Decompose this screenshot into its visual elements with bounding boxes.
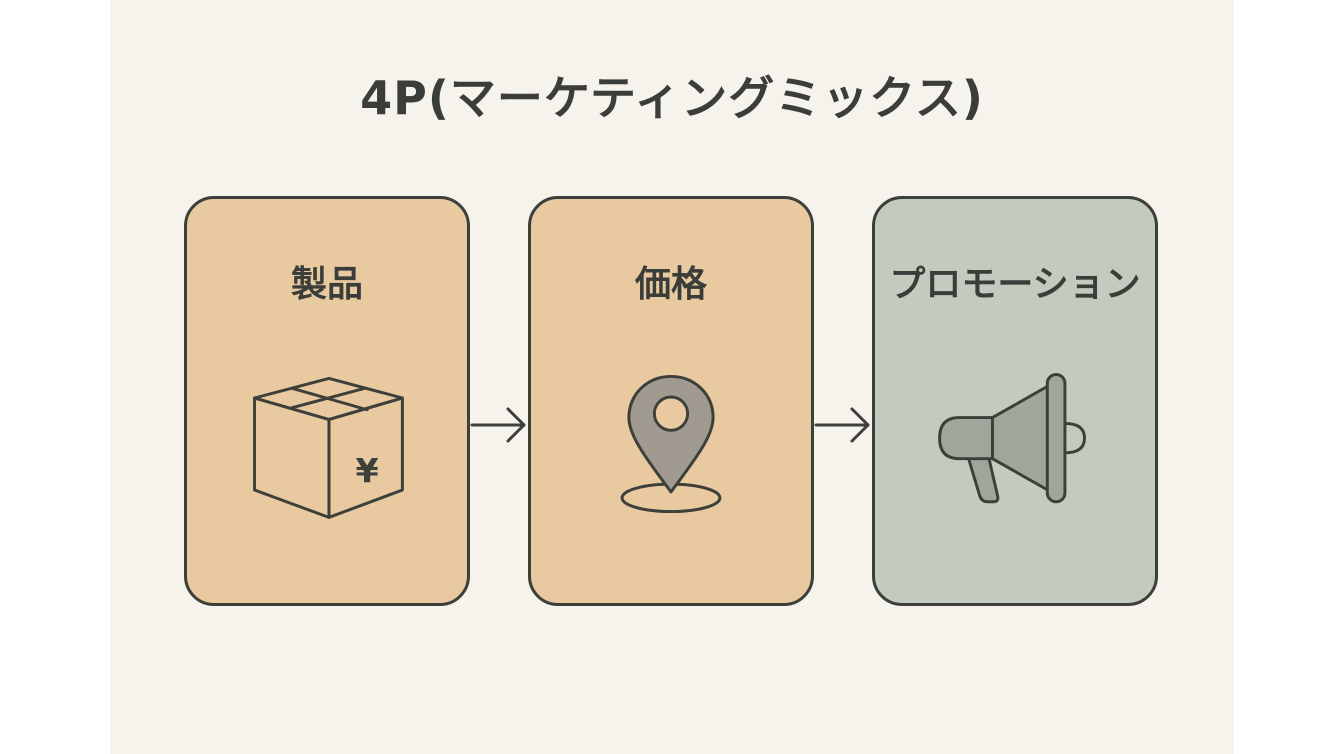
card-price: 価格	[528, 196, 814, 606]
card-label-price: 価格	[634, 264, 707, 305]
package-yen-icon: ¥	[253, 376, 404, 519]
card-promotion: プロモーション	[872, 196, 1158, 606]
card-label-product: 製品	[290, 264, 363, 305]
arrow-right-icon	[470, 407, 526, 443]
card-label-promotion: プロモーション	[889, 264, 1141, 305]
yen-symbol: ¥	[356, 451, 379, 490]
arrow-right-icon	[814, 407, 870, 443]
diagram-title: 4P(マーケティングミックス)	[360, 71, 984, 125]
map-pin-icon	[620, 374, 722, 514]
card-product: 製品 ¥	[184, 196, 470, 606]
megaphone-icon	[938, 373, 1086, 504]
